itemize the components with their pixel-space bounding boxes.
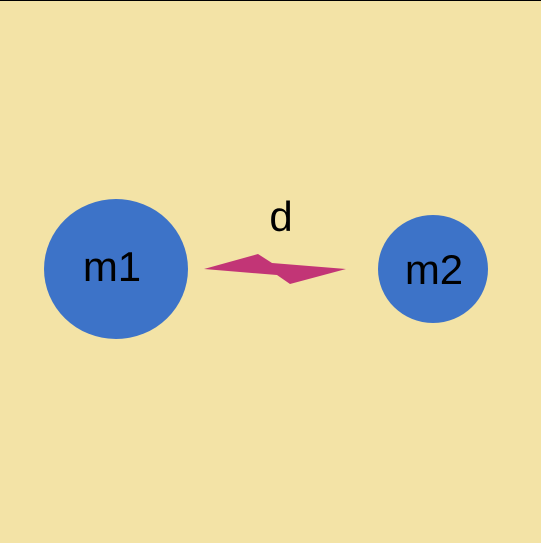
distance-arrow — [204, 254, 346, 284]
mass-m2: m2 — [378, 215, 488, 323]
mass-m1: m1 — [44, 199, 188, 339]
mass-m1-label: m1 — [83, 243, 141, 290]
mass-m1-circle — [44, 199, 188, 339]
mass-m2-label: m2 — [405, 246, 463, 293]
distance-label: d — [269, 193, 292, 240]
mass-m2-circle — [378, 215, 488, 323]
